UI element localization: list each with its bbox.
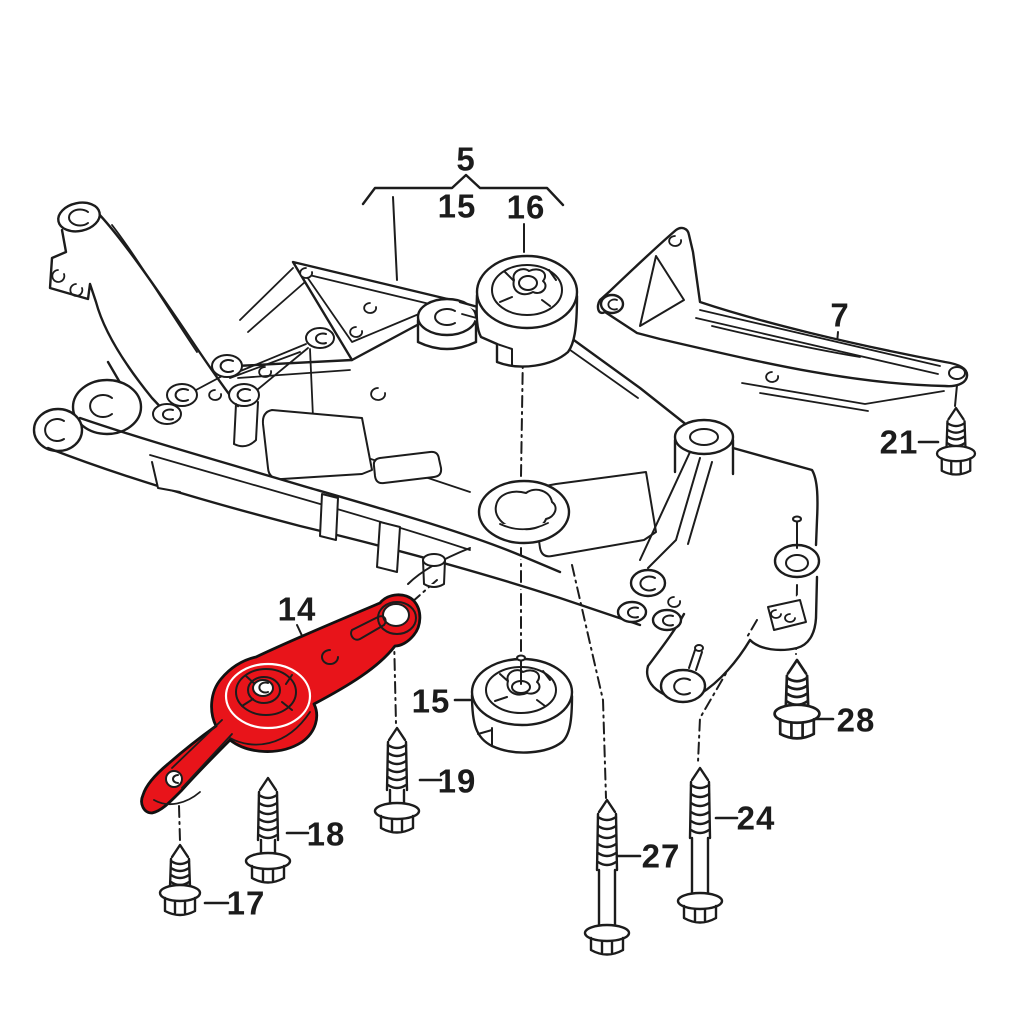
callout-28[interactable]: 28 (836, 701, 876, 739)
subframe-right-arm (616, 418, 821, 704)
subframe-deck (261, 387, 657, 585)
leader-lines (178, 331, 958, 905)
bolt-27 (583, 798, 631, 956)
subframe-front-rail (46, 416, 642, 627)
bracket-7 (596, 226, 969, 412)
subframe-eye-cluster (152, 327, 335, 448)
bolt-24 (676, 766, 724, 924)
pendulum-mount-14[interactable] (140, 593, 422, 815)
callout-27[interactable]: 27 (641, 837, 681, 875)
subframe (32, 201, 821, 704)
bolt-21 (935, 406, 977, 476)
callout-15-lower[interactable]: 15 (411, 682, 451, 720)
callout-14[interactable]: 14 (277, 590, 317, 628)
bushing-15 (470, 654, 574, 754)
callout-19[interactable]: 19 (437, 762, 477, 800)
bolt-17 (158, 843, 202, 917)
callout-24[interactable]: 24 (736, 799, 776, 837)
callout-17[interactable]: 17 (226, 884, 266, 922)
callout-5[interactable]: 5 (456, 140, 476, 178)
bolt-18 (244, 776, 292, 884)
bushing-16 (475, 254, 579, 368)
callout-15-upper[interactable]: 15 (437, 187, 477, 225)
bolt-28 (773, 658, 821, 740)
subframe-left-bushing (32, 407, 84, 453)
group-bracket-5 (361, 173, 565, 281)
callout-21[interactable]: 21 (879, 423, 919, 461)
callout-7[interactable]: 7 (830, 296, 850, 334)
bolt-19 (373, 726, 421, 834)
callout-16[interactable]: 16 (506, 188, 546, 226)
callout-18[interactable]: 18 (306, 815, 346, 853)
